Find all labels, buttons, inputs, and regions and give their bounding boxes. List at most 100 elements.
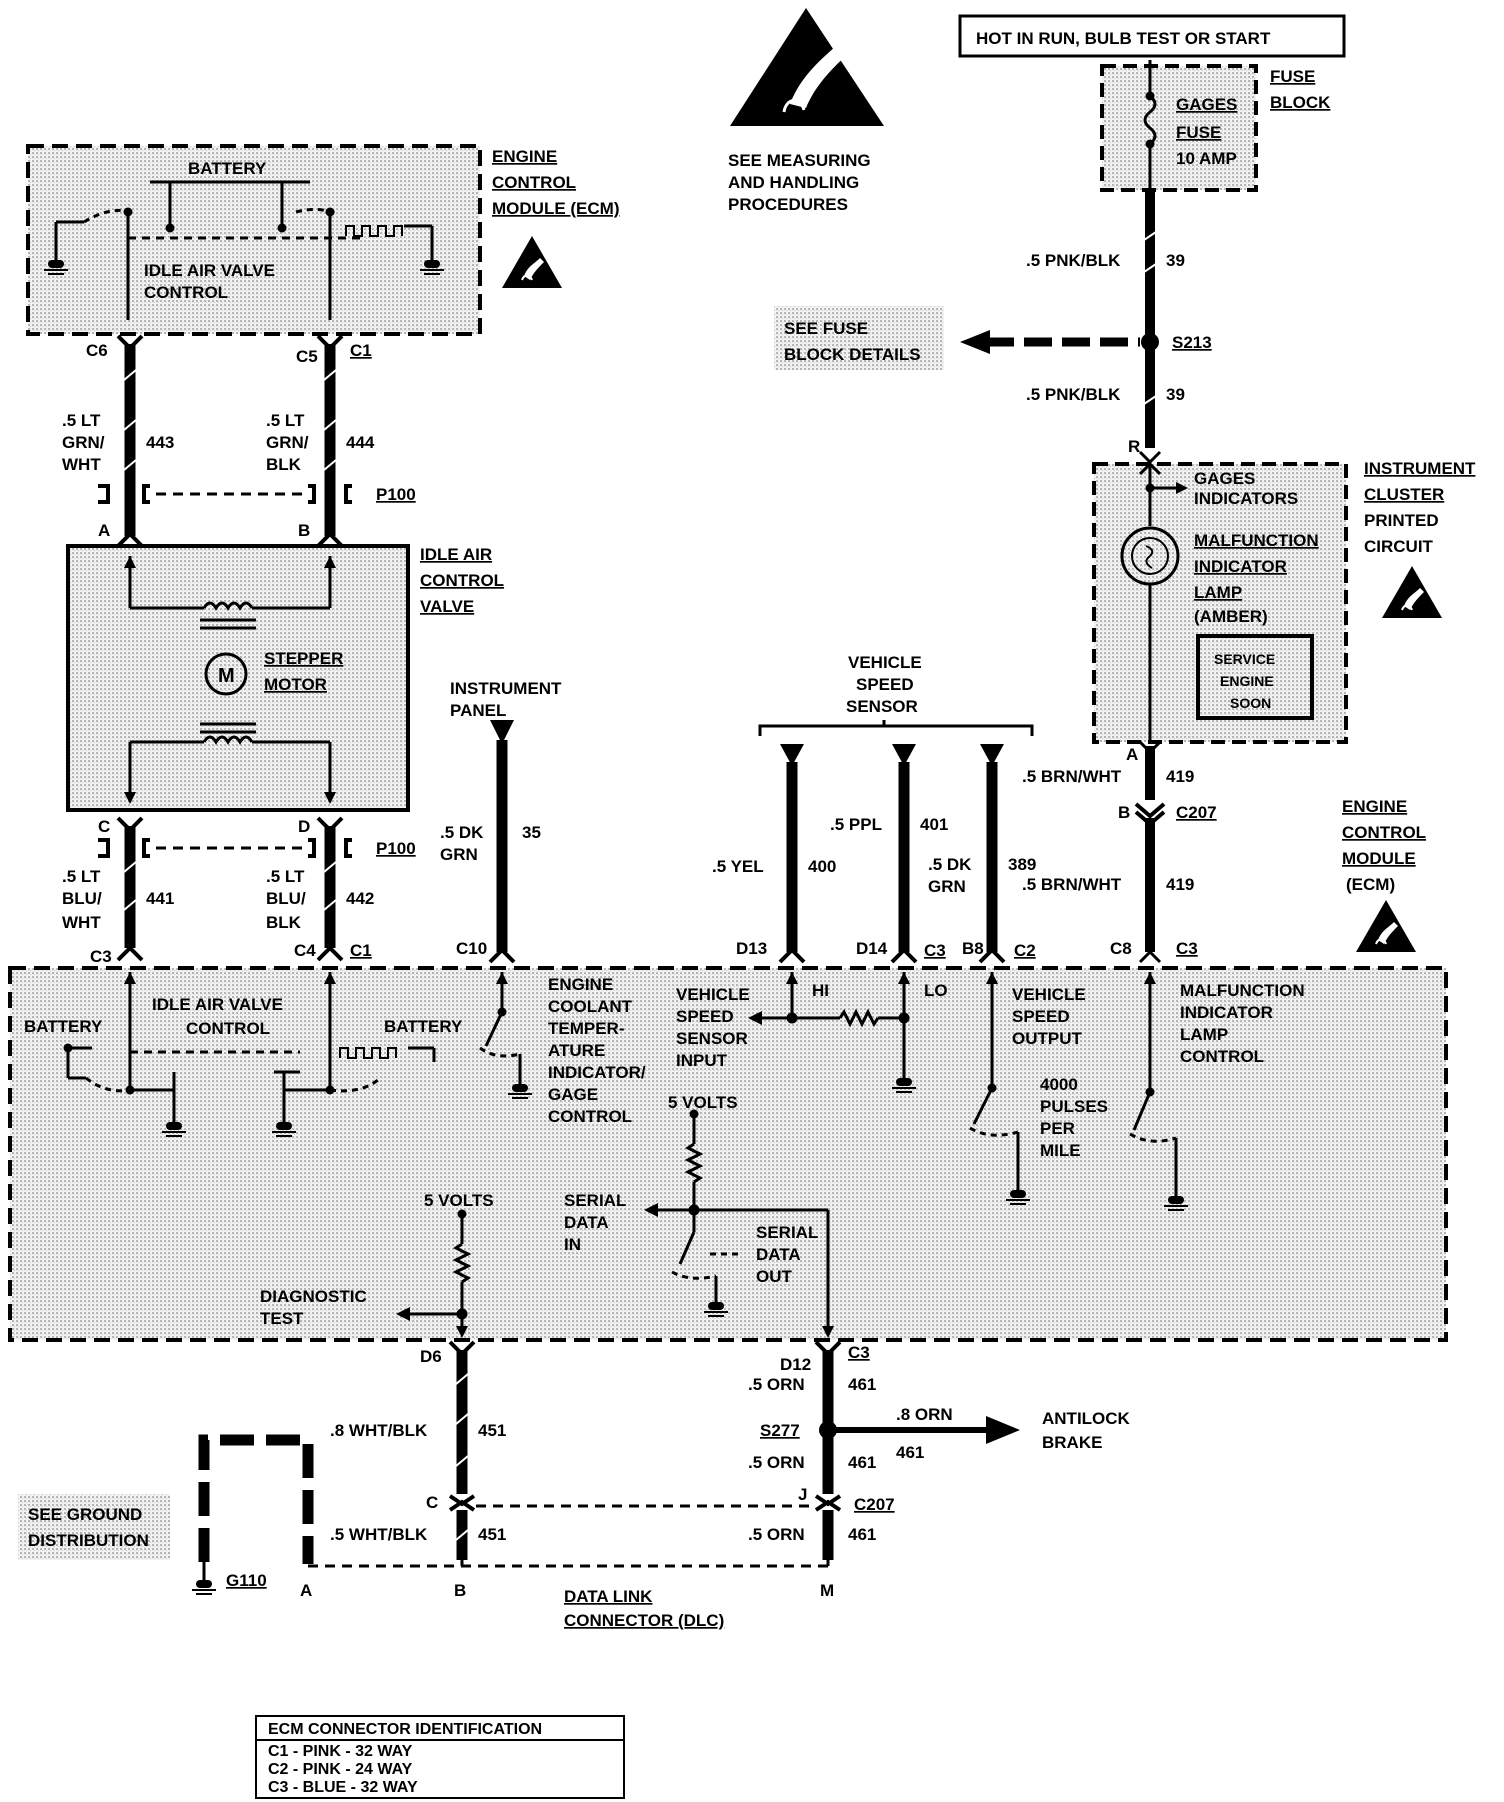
pin-label: C4	[294, 941, 316, 960]
wire-color-label: .8 WHT/BLK	[330, 1421, 428, 1440]
circuit-number: 400	[808, 857, 836, 876]
diagnostic-internal	[396, 1209, 472, 1338]
pin-label: C5	[296, 347, 318, 366]
ect-label: INDICATOR/	[548, 1063, 646, 1082]
instrument-panel-label: PANEL	[450, 701, 506, 720]
wire-color-label: GRN/	[266, 433, 309, 452]
ect-label: TEMPER-	[548, 1019, 625, 1038]
wire-color-label: .5 PNK/BLK	[1026, 385, 1121, 404]
motor-m-icon: M	[218, 665, 235, 687]
connector-label: C207	[854, 1495, 895, 1514]
cluster-label: CLUSTER	[1364, 485, 1444, 504]
diagnostic-test-label: TEST	[260, 1309, 304, 1328]
ground-wire-g110	[198, 1434, 314, 1572]
iac-control-label: IDLE AIR VALVE	[152, 995, 283, 1014]
gages-fuse-label: GAGES	[1176, 95, 1237, 114]
ect-label: ENGINE	[548, 975, 613, 994]
circuit-number: 461	[896, 1443, 924, 1462]
circuit-number: 389	[1008, 855, 1036, 874]
vss-input-internal	[748, 972, 910, 1066]
fuse-block-label: BLOCK	[1270, 93, 1331, 112]
see-measuring-label: SEE MEASURING	[728, 151, 871, 170]
ecm-top-label: ENGINE	[492, 147, 557, 166]
circuit-number: 451	[478, 1421, 506, 1440]
wire-color-label: .5 LT	[266, 411, 305, 430]
pin-label: C8	[1110, 939, 1132, 958]
five-volts-label: 5 VOLTS	[668, 1093, 738, 1112]
ecm-top-label: CONTROL	[492, 173, 576, 192]
wire-39	[1143, 190, 1157, 448]
wire-color-label: GRN	[928, 877, 966, 896]
pin-label: A	[300, 1581, 312, 1600]
ecm-right-label: CONTROL	[1342, 823, 1426, 842]
pin-label: C6	[86, 341, 108, 360]
pulses-label: PULSES	[1040, 1097, 1108, 1116]
fuse-block-box	[1100, 64, 1258, 192]
pin-label: D12	[780, 1355, 811, 1374]
vss-input-label: INPUT	[676, 1051, 728, 1070]
pulses-label: PER	[1040, 1119, 1075, 1138]
connector-label: P100	[376, 485, 416, 504]
wire-color-label: .5 PNK/BLK	[1026, 251, 1121, 270]
pin-label: J	[798, 1485, 807, 1504]
iac-valve-box	[66, 544, 410, 812]
diagnostic-test-label: DIAGNOSTIC	[260, 1287, 367, 1306]
serial-data-internal	[644, 1109, 834, 1338]
pin-label: D	[298, 817, 310, 836]
wire-color-label: .5 BRN/WHT	[1022, 767, 1122, 786]
battery-label: BATTERY	[24, 1017, 103, 1036]
serial-data-out-label: SERIAL	[756, 1223, 818, 1242]
wire-444	[316, 334, 344, 548]
vss-label: SENSOR	[846, 697, 918, 716]
pin-label: C	[98, 817, 110, 836]
gages-indicators-label: INDICATORS	[1194, 489, 1298, 508]
connector-r	[1138, 450, 1162, 465]
wire-color-label: BLU/	[62, 889, 102, 908]
see-fuse-block-box	[774, 306, 944, 370]
mil-control-label: LAMP	[1180, 1025, 1228, 1044]
circuit-number: 39	[1166, 251, 1185, 270]
ecm-iac-internal	[63, 972, 436, 1110]
ecm-connector-id-row: C3 - BLUE - 32 WAY	[268, 1779, 418, 1796]
serial-data-in-label: IN	[564, 1235, 581, 1254]
vss-input-label: SENSOR	[676, 1029, 748, 1048]
ecm-right-label: ENGINE	[1342, 797, 1407, 816]
pin-label: D6	[420, 1347, 442, 1366]
ect-control-internal	[479, 972, 522, 1072]
pin-label: A	[98, 521, 110, 540]
gages-fuse-label: FUSE	[1176, 123, 1221, 142]
fuse-icon	[1143, 60, 1157, 190]
dlc-label: CONNECTOR (DLC)	[564, 1611, 724, 1630]
circuit-number: 441	[146, 889, 174, 908]
wire-color-label: .5 ORN	[748, 1525, 805, 1544]
pin-label: C1	[350, 341, 372, 360]
wire-400	[778, 744, 806, 964]
pin-label: B8	[962, 939, 984, 958]
pin-label: C3	[924, 941, 946, 960]
iac-control-label: IDLE AIR VALVE	[144, 261, 275, 280]
cluster-label: CIRCUIT	[1364, 537, 1434, 556]
pin-label: C10	[456, 939, 487, 958]
see-ground-label: SEE GROUND	[28, 1505, 142, 1524]
pulses-label: MILE	[1040, 1141, 1081, 1160]
vss-input-label: SPEED	[676, 1007, 734, 1026]
vso-label: OUTPUT	[1012, 1029, 1083, 1048]
wire-442	[316, 816, 344, 962]
circuit-number: 419	[1166, 875, 1194, 894]
wire-color-label: BLK	[266, 455, 302, 474]
gages-indicators-label: GAGES	[1194, 469, 1255, 488]
circuit-number: 39	[1166, 385, 1185, 404]
hot-in-run-box	[958, 14, 1346, 58]
wire-color-label: .5 LT	[266, 867, 305, 886]
wire-35	[488, 720, 516, 964]
pin-label: C	[426, 1493, 438, 1512]
wire-443	[116, 334, 144, 548]
iac-control-label: CONTROL	[186, 1019, 270, 1038]
instrument-panel-label: INSTRUMENT	[450, 679, 562, 698]
pin-label: D13	[736, 939, 767, 958]
five-volts-label: 5 VOLTS	[424, 1191, 494, 1210]
serial-data-in-label: SERIAL	[564, 1191, 626, 1210]
pin-label: B	[454, 1581, 466, 1600]
wire-color-label: .5 ORN	[748, 1453, 805, 1472]
